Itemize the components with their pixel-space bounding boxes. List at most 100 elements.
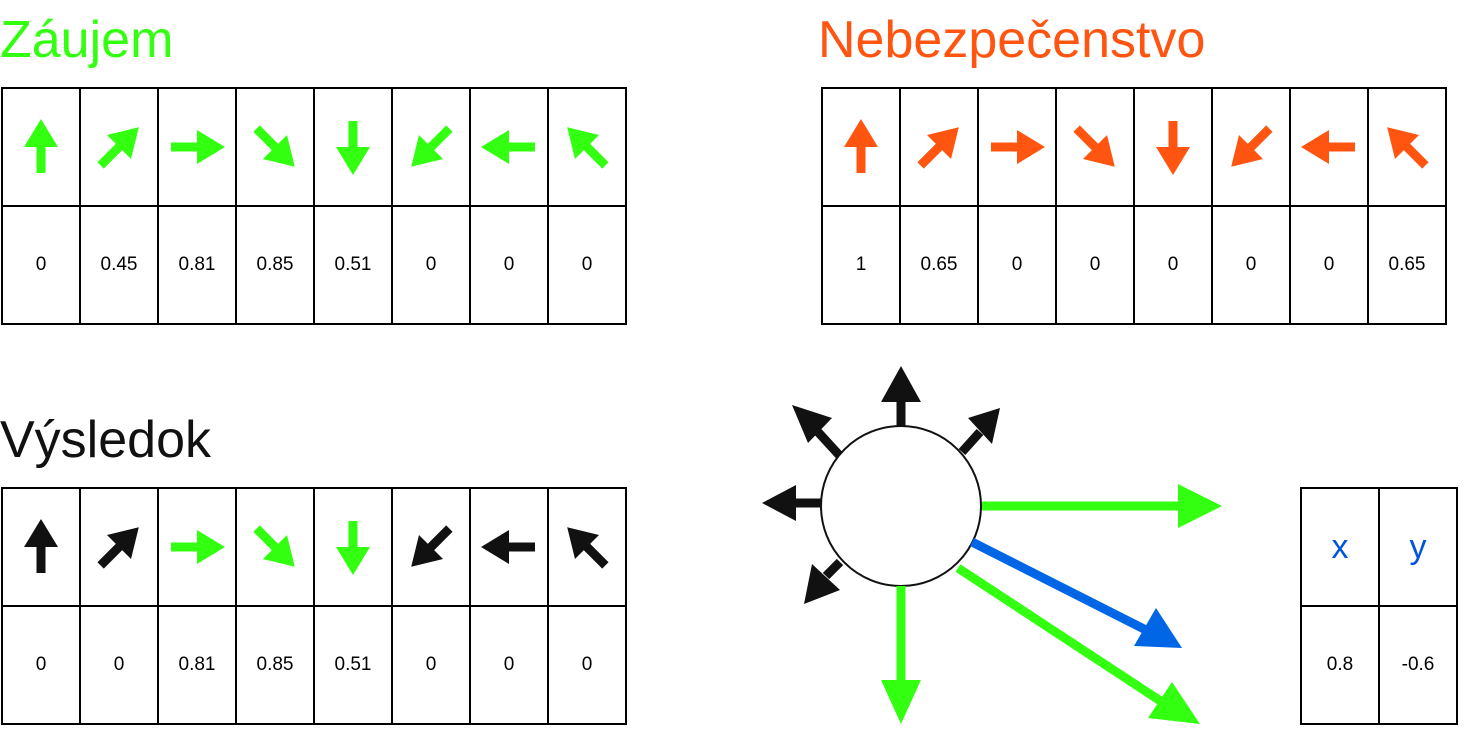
result-cell: [79, 487, 159, 607]
right-arrow-icon: [991, 130, 1045, 164]
up-right-arrow-icon: [968, 408, 1000, 444]
arrow-shaft: [917, 140, 946, 169]
output-vector-value-row: 0.8 -0.6: [1300, 605, 1458, 725]
result-table: 0 0 0.81 0.85 0.51 0 0 0: [1, 487, 627, 725]
down-left-arrow-icon: [1231, 125, 1273, 167]
danger-arrow-row: [821, 87, 1447, 207]
arrow-head: [336, 147, 370, 175]
result-value: 0.81: [157, 605, 237, 725]
interest-value: 0.85: [235, 205, 315, 325]
down-right-arrow-shaft: [955, 564, 1165, 706]
interest-cell: [157, 87, 237, 207]
arrow-head: [1231, 134, 1264, 167]
arrow-head: [1082, 134, 1115, 167]
down-arrow-icon: [336, 521, 370, 575]
right-arrow-icon: [1178, 484, 1222, 528]
result-value-row: 0 0 0.81 0.85 0.51 0 0 0: [1, 605, 627, 725]
down-left-arrow-icon: [411, 125, 453, 167]
arrow-head: [567, 527, 600, 560]
left-arrow-icon: [1301, 130, 1355, 164]
result-value: 0.85: [235, 605, 315, 725]
arrow-shaft: [1244, 125, 1273, 154]
interest-value-row: 0 0.45 0.81 0.85 0.51 0 0 0: [1, 205, 627, 325]
arrow-head: [262, 534, 295, 567]
arrow-shaft: [856, 143, 866, 173]
danger-value: 0: [1055, 205, 1135, 325]
x-label: x: [1300, 487, 1380, 607]
output-vector-label-row: x y: [1300, 487, 1458, 607]
steering-diagram: [762, 366, 1222, 724]
up-right-arrow-shaft: [958, 428, 984, 456]
result-cell: [235, 487, 315, 607]
arrow-head: [844, 119, 878, 147]
y-label: y: [1378, 487, 1458, 607]
resultant-arrow-shaft: [969, 537, 1149, 635]
down-left-arrow-icon: [804, 564, 840, 604]
neutral-arrows: [762, 366, 1000, 604]
interest-value: 0.45: [79, 205, 159, 325]
down-arrow-icon: [1156, 121, 1190, 175]
right-arrow-icon: [171, 530, 225, 564]
up-left-arrow-icon: [1387, 127, 1429, 169]
danger-value: 0.65: [899, 205, 979, 325]
right-arrow-icon: [171, 130, 225, 164]
arrow-shaft: [253, 525, 282, 554]
interest-cell: [1, 87, 81, 207]
danger-value: 0: [1211, 205, 1291, 325]
result-value: 0: [469, 605, 549, 725]
result-cell: [1, 487, 81, 607]
up-left-arrow-icon: [567, 527, 609, 569]
arrow-shaft: [253, 125, 282, 154]
arrow-head: [197, 530, 225, 564]
result-arrow-row: [1, 487, 627, 607]
interest-value: 0: [469, 205, 549, 325]
interest-cell: [391, 87, 471, 207]
left-arrow-icon: [481, 530, 535, 564]
arrow-shaft: [505, 142, 535, 152]
result-cell: [157, 487, 237, 607]
interest-value: 0.51: [313, 205, 393, 325]
interest-cell: [547, 87, 627, 207]
arrow-head: [106, 127, 139, 160]
interest-value: 0.81: [157, 205, 237, 325]
down-left-arrow-icon: [411, 525, 453, 567]
arrow-head: [1301, 130, 1329, 164]
interest-cell: [469, 87, 549, 207]
arrow-shaft: [171, 142, 201, 152]
arrow-head: [197, 130, 225, 164]
left-arrow-icon: [762, 485, 796, 521]
arrow-shaft: [171, 542, 201, 552]
arrow-head: [481, 130, 509, 164]
up-right-arrow-icon: [97, 527, 139, 569]
up-left-arrow-shaft: [814, 428, 844, 460]
arrow-shaft: [424, 125, 453, 154]
danger-value: 1: [821, 205, 901, 325]
down-right-arrow-icon: [253, 525, 295, 567]
down-right-arrow-icon: [1148, 682, 1200, 724]
interest-value: 0: [391, 205, 471, 325]
arrow-head: [1387, 127, 1420, 160]
output-vector-table: x y 0.8 -0.6: [1300, 487, 1458, 725]
result-value: 0.51: [313, 605, 393, 725]
up-arrow-icon: [24, 519, 58, 573]
danger-value: 0: [977, 205, 1057, 325]
interest-table: 0 0.45 0.81 0.85 0.51 0 0 0: [1, 87, 627, 325]
danger-table: 1 0.65 0 0 0 0 0 0.65: [821, 87, 1447, 325]
result-title: Výsledok: [0, 411, 211, 469]
arrow-shaft: [1325, 142, 1355, 152]
danger-title: Nebezpečenstvo: [818, 11, 1206, 69]
arrow-head: [24, 519, 58, 547]
arrow-head: [106, 527, 139, 560]
danger-cell: [1289, 87, 1369, 207]
interest-title: Záujem: [0, 11, 174, 69]
result-cell: [547, 487, 627, 607]
arrow-head: [336, 547, 370, 575]
result-value: 0: [391, 605, 471, 725]
result-value: 0: [547, 605, 627, 725]
danger-cell: [1055, 87, 1135, 207]
arrow-head: [567, 127, 600, 160]
danger-cell: [977, 87, 1057, 207]
arrow-shaft: [348, 521, 358, 551]
arrow-head: [1017, 130, 1045, 164]
interest-arrow-row: [1, 87, 627, 207]
